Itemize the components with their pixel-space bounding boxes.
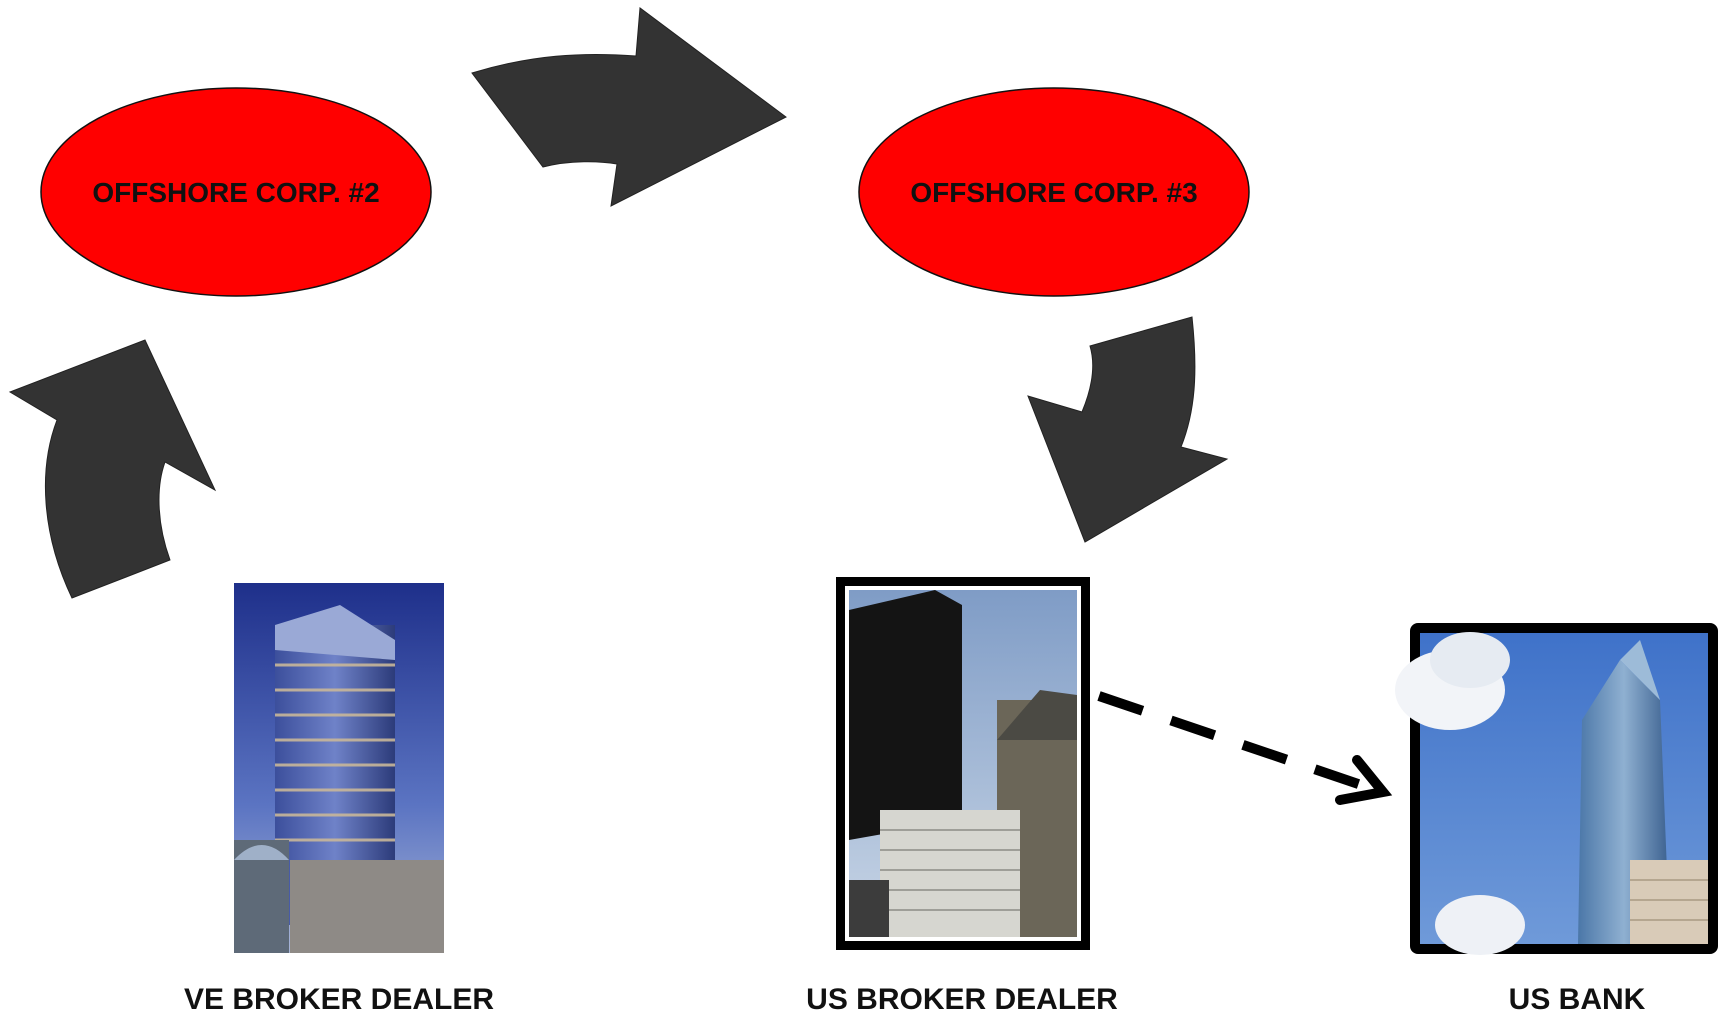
- us-broker-dealer-photo: [836, 577, 1090, 950]
- ve-broker-dealer-photo: [234, 583, 444, 953]
- us-bank-caption: US BANK: [1508, 983, 1646, 1016]
- offshore-corp-2-node: OFFSHORE CORP. #2: [40, 87, 432, 297]
- curved-arrow-up: [8, 339, 217, 599]
- dashed-arrow: [1097, 691, 1393, 805]
- us-broker-dealer-caption: US BROKER DEALER: [806, 983, 1118, 1016]
- curved-arrow-right: [471, 7, 787, 207]
- offshore-corp-3-node: OFFSHORE CORP. #3: [858, 87, 1250, 297]
- us-bank-photo: [1395, 623, 1718, 955]
- offshore-corp-2-label: OFFSHORE CORP. #2: [92, 177, 379, 208]
- curved-arrow-down: [1027, 316, 1229, 543]
- offshore-corp-3-label: OFFSHORE CORP. #3: [910, 177, 1197, 208]
- ve-broker-dealer-caption: VE BROKER DEALER: [183, 983, 495, 1016]
